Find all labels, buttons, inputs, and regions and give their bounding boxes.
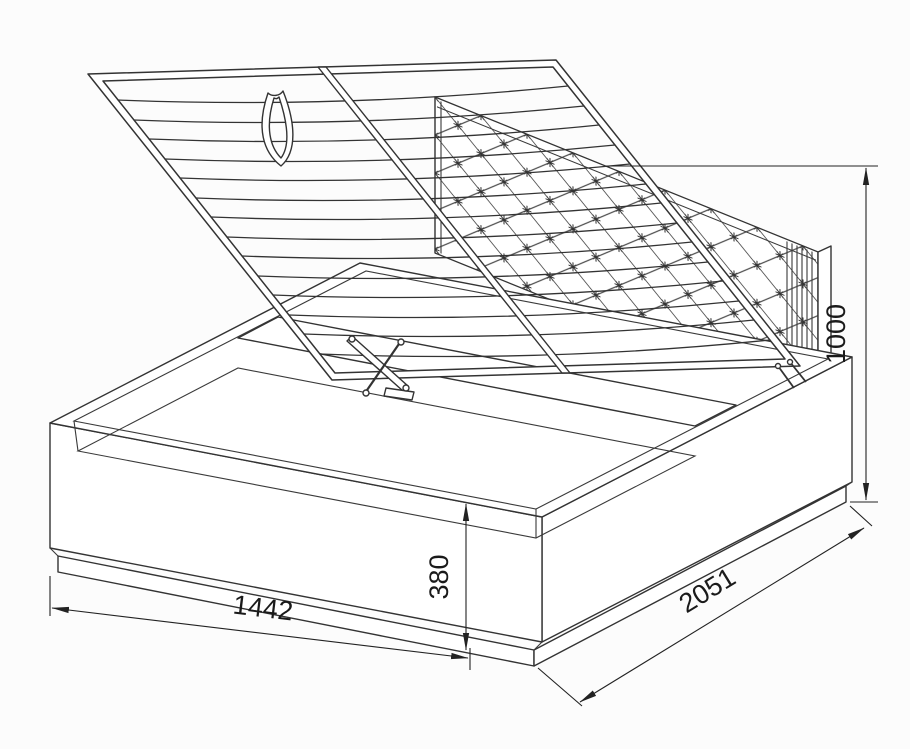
dimension-line-length [579,527,865,703]
pivot-joint [348,335,356,343]
slat [303,319,755,338]
head-end-hinge [777,361,807,389]
witness-lines [537,505,873,707]
slat [195,183,647,202]
slat [272,280,724,299]
hinge-pin [774,362,782,370]
frame-center-rail [317,66,571,374]
pivot-joint [397,338,405,346]
lift-frame [87,59,801,381]
slat [226,222,678,241]
headboard-ribbed-trim [786,241,813,404]
lift-arm [364,340,402,394]
slats [117,85,771,358]
slat [179,163,631,182]
slat [288,300,740,319]
pivot-joint [402,384,410,392]
hinge-pin [786,358,794,366]
tufting-pattern [435,97,818,408]
headboard-height-dimension-label: 1000 [821,304,851,364]
lifting-strap-loop [261,90,294,167]
slat [133,105,585,124]
plinth-step-lines [49,481,853,651]
slat [164,144,616,163]
box-top-rim [49,262,853,518]
slat [319,339,771,358]
dimension-headboard-height: 1000 [606,165,878,503]
lift-mechanism [346,335,807,401]
slat [257,261,709,280]
width-dimension-label: 1442 [231,590,294,627]
box-floor [76,367,697,539]
dimension-base-height: 380 [424,503,470,651]
inner-rim [72,270,830,510]
pivot-joint [362,389,370,397]
base-height-dimension-label: 380 [424,554,454,599]
inner-wall-edges [73,420,537,538]
dimension-line-width [51,606,469,660]
slat [148,124,600,143]
slat [210,202,662,221]
witness-lines [49,576,471,670]
witness-lines [606,165,878,503]
slat [117,85,569,104]
slat [241,241,693,260]
dimension-width: 1442 [49,576,471,670]
headboard-top-edge-line [437,106,816,261]
